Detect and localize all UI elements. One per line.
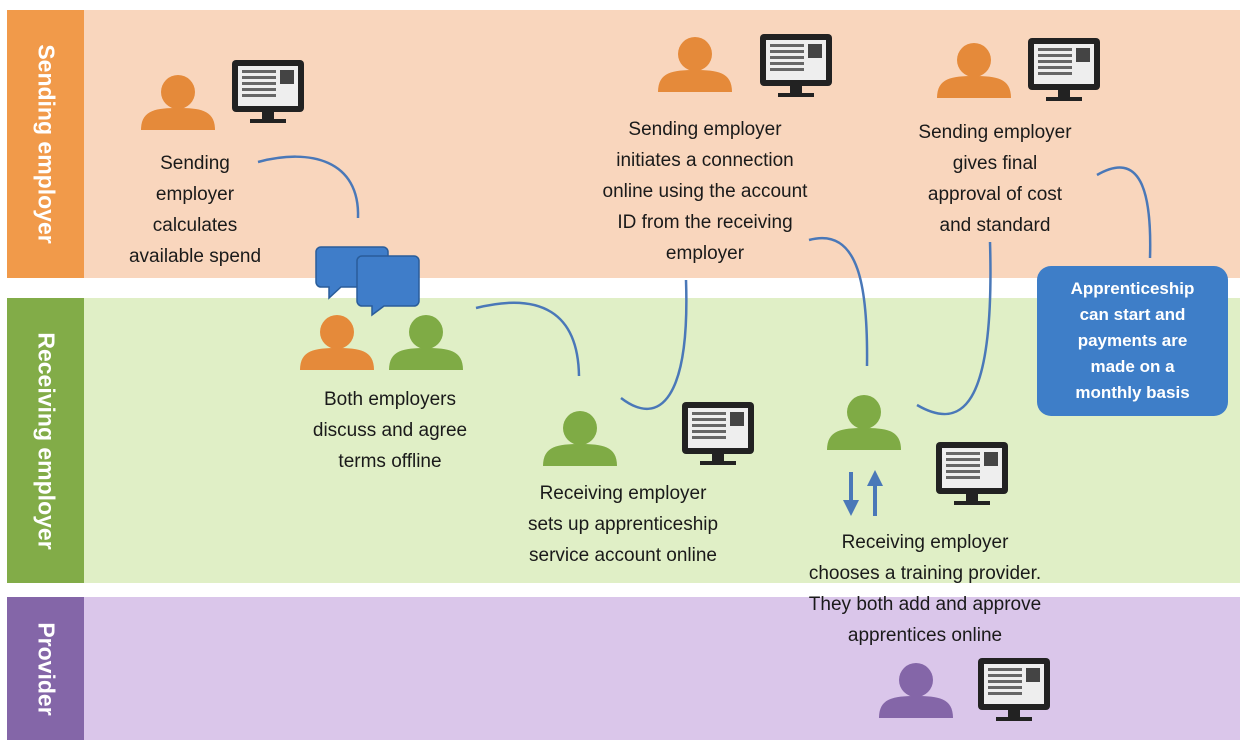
connector-approve-to-outcome	[1096, 166, 1152, 259]
monitor-icon-receiving-setup	[682, 402, 754, 465]
caption-line: employer	[665, 243, 745, 264]
outcome-callout: Apprenticeship can start and payments ar…	[1037, 266, 1228, 416]
monitor-icon-provider	[978, 658, 1050, 721]
step-setup-account: Receiving employer sets up apprenticeshi…	[488, 478, 758, 571]
connector-setup-to-connect	[620, 279, 688, 410]
caption-line: Both employers	[323, 389, 456, 410]
caption-line: available spend	[128, 246, 262, 267]
caption-line: online using the account	[602, 181, 808, 202]
step-discuss-terms: Both employers discuss and agree terms o…	[290, 384, 490, 477]
monitor-icon-sending-1	[232, 60, 304, 123]
monitor-icon-sending-2	[760, 34, 832, 97]
caption-line: gives final	[952, 153, 1038, 174]
caption-line: They both add and approve	[808, 594, 1042, 615]
caption-line: Sending employer	[628, 119, 782, 140]
person-icon-sending-3	[937, 43, 1011, 98]
caption-line: calculates	[152, 215, 238, 236]
outcome-text: Apprenticeship can start and payments ar…	[1070, 279, 1195, 402]
person-icon-discuss-receiving	[389, 315, 463, 370]
connector-provider-to-approve	[916, 241, 992, 416]
caption-line: approval of cost	[927, 184, 1063, 205]
monitor-icon-receiving-provider	[936, 442, 1008, 505]
caption-line: chooses a training provider.	[808, 563, 1042, 584]
step-calculate-spend: Sending employer calculates available sp…	[105, 148, 285, 272]
up-down-arrows-icon	[843, 470, 883, 516]
connector-discuss-to-setup	[475, 301, 581, 377]
caption-line: terms offline	[338, 451, 442, 472]
person-icon-receiving-setup	[543, 411, 617, 466]
caption-line: Receiving employer	[539, 483, 707, 504]
lane-label-receiving: Receiving employer	[7, 298, 84, 583]
step-choose-provider: Receiving employer chooses a training pr…	[760, 527, 1090, 651]
caption-line: and standard	[939, 215, 1051, 236]
caption-line: Sending employer	[918, 122, 1072, 143]
lane-label-sending: Sending employer	[7, 10, 84, 278]
step-final-approval: Sending employer gives final approval of…	[880, 117, 1110, 241]
lane-receiving-employer: Receiving employer	[7, 298, 1240, 583]
step-initiate-connection: Sending employer initiates a connection …	[560, 114, 850, 269]
person-icon-provider	[879, 663, 953, 718]
connector-calculate-to-discuss	[257, 155, 360, 219]
caption-line: service account online	[529, 545, 717, 566]
person-icon-discuss-sending	[300, 315, 374, 370]
caption-line: ID from the receiving	[617, 212, 793, 233]
lane-label-provider: Provider	[7, 597, 84, 740]
caption-line: Sending	[160, 153, 230, 174]
person-icon-sending-2	[658, 37, 732, 92]
caption-line: Receiving employer	[841, 532, 1009, 553]
caption-line: sets up apprenticeship	[527, 514, 719, 535]
caption-line: discuss and agree	[312, 420, 468, 441]
chat-bubbles-icon	[315, 246, 420, 317]
connector-connect-to-provider	[808, 236, 869, 367]
caption-line: employer	[155, 184, 235, 205]
person-icon-receiving-provider	[827, 395, 901, 450]
monitor-icon-sending-3	[1028, 38, 1100, 101]
caption-line: apprentices online	[847, 625, 1003, 646]
person-icon-sending-1	[141, 75, 215, 130]
caption-line: initiates a connection	[616, 150, 794, 171]
